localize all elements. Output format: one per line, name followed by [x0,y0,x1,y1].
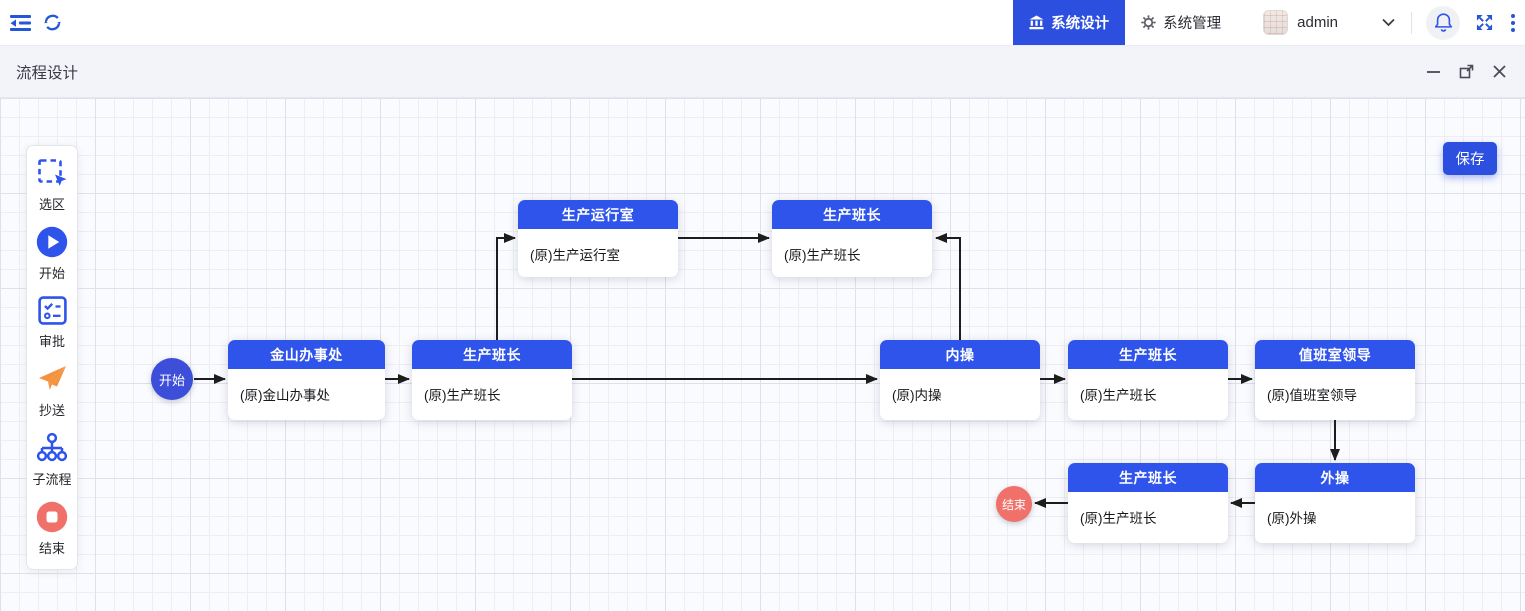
flow-node-n5[interactable]: 内操 (原)内操 [880,340,1040,420]
flow-node-n4[interactable]: 生产班长 (原)生产班长 [772,200,932,277]
bank-icon [1029,15,1044,30]
node-title: 生产运行室 [518,200,678,229]
top-navbar: 系统设计 系统管理 admin [0,0,1525,46]
start-play-icon [36,226,68,258]
nav-divider [1411,11,1412,34]
palette-item-label: 结束 [38,541,65,556]
tab-system-design[interactable]: 系统设计 [1013,0,1126,45]
flow-node-n3[interactable]: 生产运行室 (原)生产运行室 [518,200,678,277]
username: admin [1297,14,1338,31]
fullscreen-icon [1476,14,1493,31]
palette-item-end[interactable]: 结束 [36,501,68,557]
flow-node-n8[interactable]: 外操 (原)外操 [1255,463,1415,543]
navbar-right: 系统设计 系统管理 admin [1013,0,1525,45]
node-subtitle: (原)生产班长 [784,248,861,263]
node-subtitle: (原)外操 [1267,511,1317,526]
flow-canvas[interactable]: 开始金山办事处(原)金山办事处生产班长(原)生产班长生产运行室(原)生产运行室生… [0,98,1525,611]
subprocess-tree-icon [36,432,68,462]
menu-collapse-icon[interactable] [10,14,31,32]
flow-node-n6[interactable]: 生产班长 (原)生产班长 [1068,340,1228,420]
gear-icon [1141,15,1156,30]
navbar-left [0,0,62,45]
node-subtitle: (原)金山办事处 [240,388,330,403]
palette-item-select[interactable]: 选区 [37,158,68,213]
flow-edge-n2-n3[interactable] [496,233,516,340]
bell-icon [1434,13,1452,32]
palette-item-approve[interactable]: 审批 [37,295,68,350]
palette-item-start[interactable]: 开始 [36,226,68,282]
panel-title: 流程设计 [16,64,79,82]
palette-item-label: 子流程 [32,472,72,487]
node-title: 生产班长 [1068,340,1228,369]
palette-item-subprocess[interactable]: 子流程 [32,432,72,488]
window-controls [1426,64,1509,79]
palette-item-label: 选区 [38,197,65,212]
node-title: 内操 [880,340,1040,369]
save-button[interactable]: 保存 [1443,142,1497,175]
node-subtitle: (原)内操 [892,388,942,403]
node-subtitle: (原)生产班长 [1080,511,1157,526]
paper-plane-icon [39,366,66,390]
node-subtitle: (原)生产班长 [424,388,501,403]
refresh-icon[interactable] [43,13,62,32]
flow-node-n1[interactable]: 金山办事处 (原)金山办事处 [228,340,385,420]
tab-system-admin[interactable]: 系统管理 [1125,0,1237,45]
end-stop-icon [36,501,68,533]
node-title: 外操 [1255,463,1415,492]
palette: 选区 开始 审批 [26,145,78,570]
more-menu-button[interactable] [1509,10,1525,36]
approval-checklist-icon [37,296,67,325]
node-title: 值班室领导 [1255,340,1415,369]
flow-node-n9[interactable]: 生产班长 (原)生产班长 [1068,463,1228,543]
node-label: 开始 [158,372,185,388]
palette-item-cc[interactable]: 抄送 [36,363,68,419]
tab-label: 系统设计 [1051,16,1110,32]
node-label: 结束 [1001,497,1026,512]
palette-item-label: 开始 [38,266,65,281]
start-node[interactable]: 开始 [151,358,193,400]
node-subtitle: (原)生产运行室 [530,248,620,263]
marquee-select-icon [37,159,66,186]
node-subtitle: (原)值班室领导 [1267,388,1357,403]
chevron-down-icon[interactable] [1382,18,1395,27]
tab-label: 系统管理 [1163,16,1222,32]
flow-edge-n5-n4[interactable] [935,233,961,340]
panel-header: 流程设计 [0,46,1525,98]
notification-bell-button[interactable] [1426,5,1460,40]
flow-node-n2[interactable]: 生产班长 (原)生产班长 [412,340,572,420]
edge-layer [194,233,1340,508]
minimize-button[interactable] [1426,64,1441,79]
end-node[interactable]: 结束 [996,486,1032,522]
palette-item-label: 抄送 [38,403,65,418]
palette-item-label: 审批 [38,334,65,349]
flow-node-n7[interactable]: 值班室领导 (原)值班室领导 [1255,340,1415,420]
node-title: 生产班长 [1068,463,1228,492]
node-title: 生产班长 [412,340,572,369]
node-subtitle: (原)生产班长 [1080,388,1157,403]
node-title: 生产班长 [772,200,932,229]
maximize-button[interactable] [1459,64,1474,79]
node-title: 金山办事处 [228,340,385,369]
avatar[interactable] [1263,10,1289,35]
close-button[interactable] [1492,64,1507,79]
fullscreen-button[interactable] [1476,14,1493,31]
